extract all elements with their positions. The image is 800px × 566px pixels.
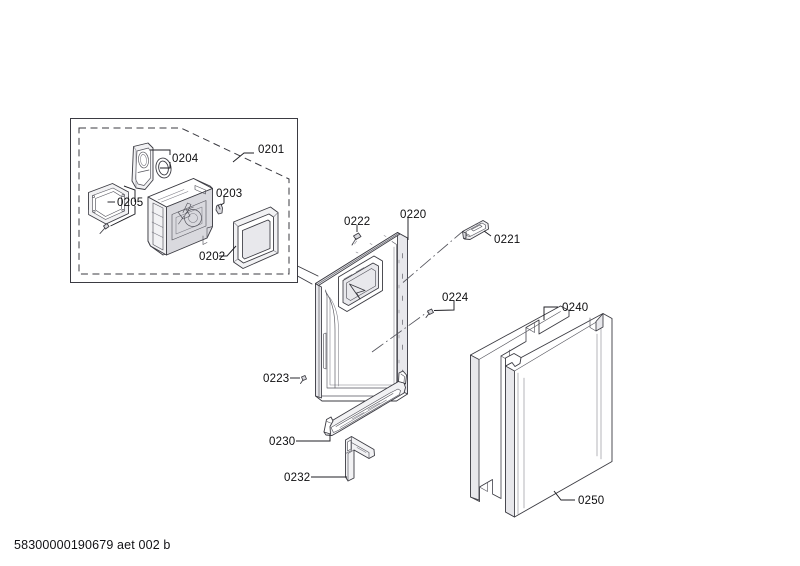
- part-0203-fastener: [215, 203, 223, 215]
- label-0205: 0205: [117, 197, 143, 209]
- diagram-caption: 58300000190679 aet 002 b: [14, 538, 171, 552]
- part-number-labels: 0201 0204 0205 0203 0202 0222 0220 0221 …: [117, 144, 604, 507]
- label-0223: 0223: [263, 373, 289, 385]
- label-0222: 0222: [344, 216, 370, 228]
- part-0205-cover-plate: [88, 183, 129, 234]
- part-0223-screw: [300, 375, 307, 384]
- group-dashed-border: [78, 127, 290, 275]
- label-0240: 0240: [562, 302, 588, 314]
- part-0250-outer-door-panel: [505, 313, 613, 518]
- control-module-group-frame: [70, 118, 298, 283]
- leader-lines: [107, 149, 575, 501]
- part-0204-dispenser-lid: [131, 142, 172, 190]
- label-0221: 0221: [494, 234, 520, 246]
- group-solid-border: [70, 118, 298, 283]
- label-0230: 0230: [269, 436, 295, 448]
- part-0220-inner-door-panel: [315, 232, 408, 402]
- label-0201: 0201: [258, 144, 284, 156]
- part-0224-screw: [425, 308, 434, 318]
- label-0203: 0203: [216, 188, 242, 200]
- assembly-axis-0221: [402, 231, 463, 283]
- label-0232: 0232: [284, 472, 310, 484]
- group-to-door-leader: [297, 265, 319, 285]
- label-0204: 0204: [172, 153, 199, 165]
- part-0201-control-module: [147, 178, 213, 256]
- label-0224: 0224: [442, 292, 469, 304]
- part-0230-lower-trim: [323, 370, 407, 436]
- door-edge-holes: [398, 253, 403, 375]
- label-0250: 0250: [578, 495, 604, 507]
- part-0205-fastener: [99, 223, 110, 234]
- part-0222-screw: [351, 232, 362, 246]
- assembly-axis-0224: [371, 311, 428, 353]
- part-0221-latch-hook: [462, 220, 489, 240]
- door-display-window: [338, 255, 383, 312]
- label-0220: 0220: [400, 209, 426, 221]
- part-0232-bracket: [345, 436, 375, 482]
- part-0202-gasket-frame: [233, 206, 279, 269]
- label-0202: 0202: [199, 251, 225, 263]
- part-0240-rear-panel: [470, 305, 570, 502]
